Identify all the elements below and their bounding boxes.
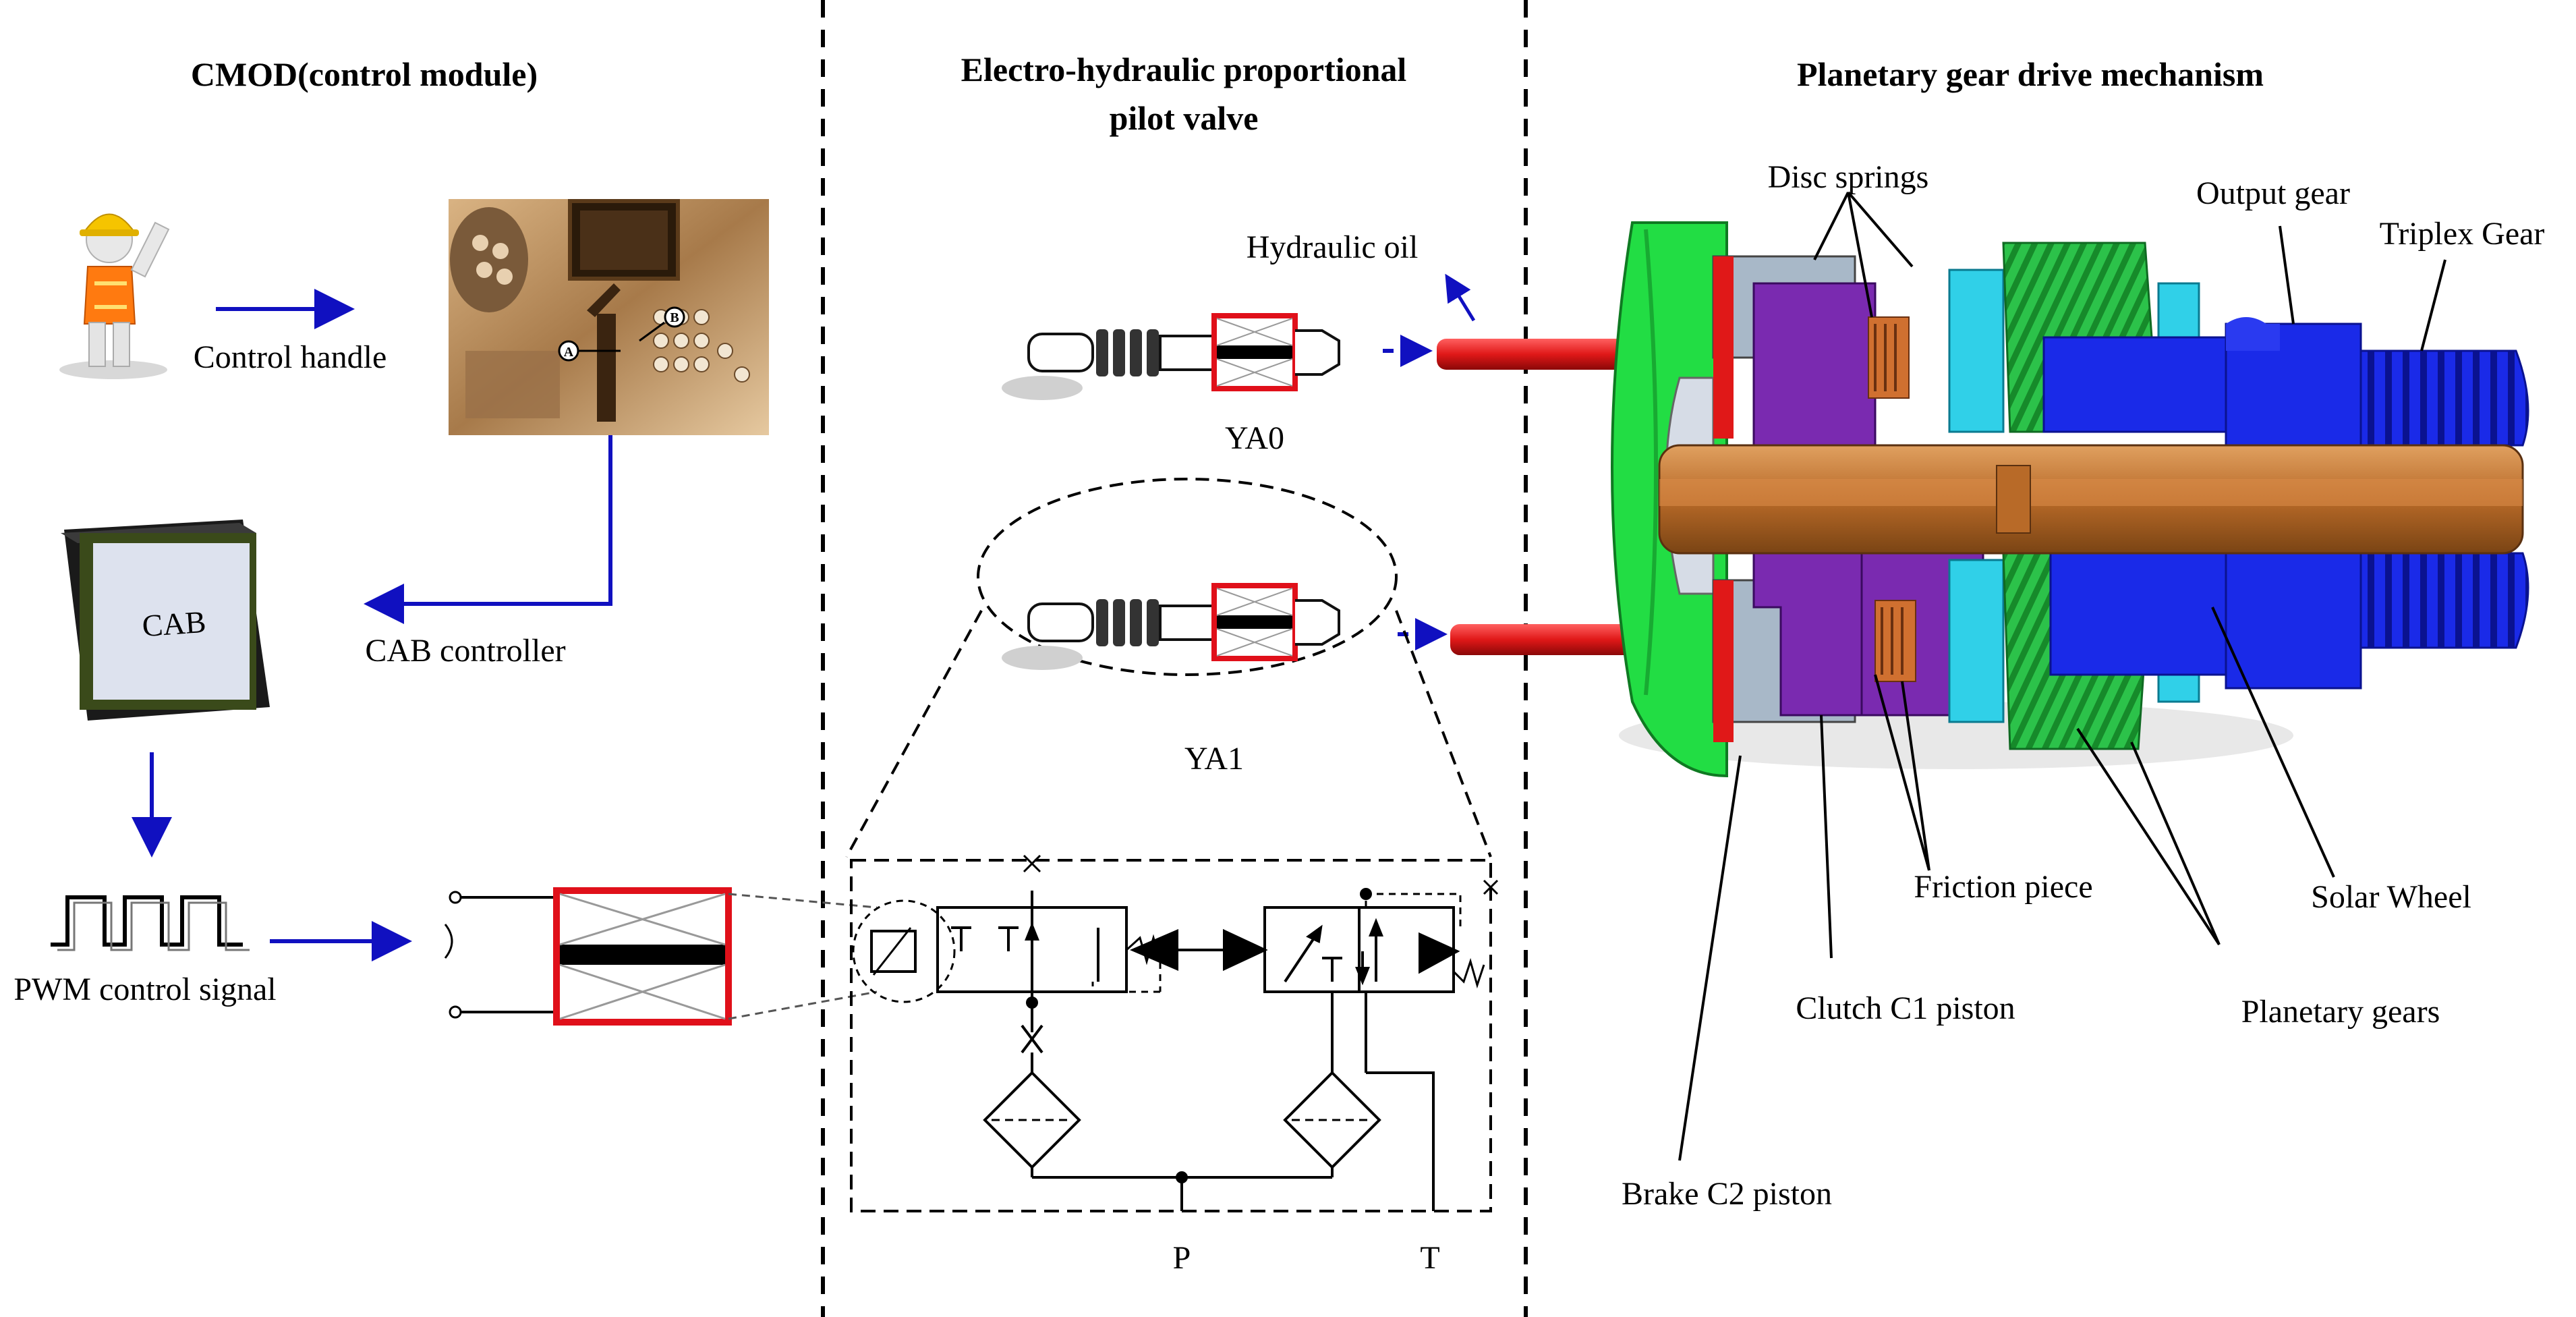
- zoom-cone-left: [845, 610, 983, 858]
- hydraulic-oil-label: Hydraulic oil: [1247, 229, 1419, 265]
- hydraulic-schematic: [850, 854, 1499, 1212]
- output-gear-label: Output gear: [2196, 175, 2350, 211]
- valve-ya0: [1002, 313, 1340, 400]
- middle-section-title-line1: Electro-hydraulic proportional: [961, 51, 1407, 88]
- valve-ya1-label: YA1: [1184, 741, 1244, 777]
- valve-ya1: [977, 478, 1398, 676]
- coil-zoom-line-top: [728, 893, 878, 909]
- valve-ya0-label: YA0: [1225, 420, 1284, 456]
- marker-b: [664, 306, 685, 328]
- port-t-label: T: [1420, 1240, 1439, 1276]
- marker-a: [558, 340, 579, 362]
- middle-section-title-line2: pilot valve: [1110, 99, 1259, 137]
- cab-controller-box: CAB: [61, 520, 270, 721]
- triplex-gear-label: Triplex Gear: [2380, 216, 2545, 252]
- leader-lines: [1678, 191, 2446, 1161]
- clutch-c1-label: Clutch C1 piston: [1796, 990, 2015, 1026]
- pwm-signal-label: PWM control signal: [13, 972, 276, 1007]
- svg-text:A: A: [564, 345, 574, 360]
- cab-interior-image: A B: [449, 199, 769, 435]
- brake-c2-label: Brake C2 piston: [1622, 1176, 1832, 1212]
- cab-box-label: CAB: [141, 605, 207, 643]
- hydraulic-oil-arrow: [1445, 273, 1476, 322]
- planetary-gears-label: Planetary gears: [2241, 994, 2440, 1030]
- pwm-waveform: [51, 895, 250, 951]
- left-section-title: CMOD(control module): [191, 55, 538, 93]
- operator-icon: [59, 213, 170, 379]
- svg-text:B: B: [670, 310, 679, 325]
- solenoid-coil: [444, 887, 732, 1026]
- port-p-label: P: [1173, 1240, 1191, 1276]
- cab-controller-label: CAB controller: [365, 633, 565, 669]
- control-handle-label: Control handle: [194, 339, 387, 375]
- controller-arrow: [364, 435, 612, 624]
- disc-springs-label: Disc springs: [1768, 159, 1929, 195]
- friction-piece-label: Friction piece: [1914, 869, 2092, 905]
- zoom-cone-right: [1395, 610, 1492, 858]
- planetary-gear-assembly: [1611, 221, 2529, 778]
- coil-zoom-line-bottom: [728, 990, 878, 1020]
- right-section-title: Planetary gear drive mechanism: [1797, 55, 2264, 93]
- solar-wheel-label: Solar Wheel: [2311, 879, 2471, 915]
